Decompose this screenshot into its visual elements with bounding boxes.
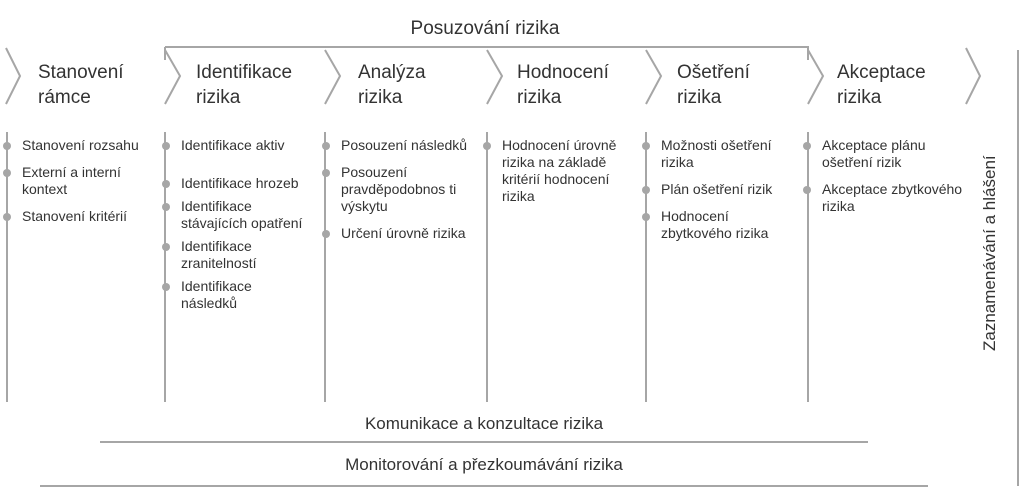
list-item: Identifikace zranitelností (162, 238, 309, 272)
chevron-7 (965, 47, 982, 105)
list-item: Akceptace zbytkového rizika (803, 181, 963, 214)
list-item: Plán ošetření rizik (642, 181, 793, 198)
stage-list-evaluation: Hodnocení úrovně rizika na základě krité… (483, 137, 637, 215)
stage-title-framework: Stanovení rámce (38, 62, 124, 108)
assessment-title: Posuzování rizika (410, 18, 560, 39)
assessment-bracket (164, 46, 809, 60)
list-item: Identifikace stávajících opatření (162, 198, 309, 232)
stage-list-acceptance: Akceptace plánu ošetření rizik Akceptace… (803, 137, 964, 225)
chevron-1 (5, 47, 22, 105)
list-item: Externí a interní kontext (3, 164, 157, 198)
recording-reporting-label: Zaznamenávání a hlášení (980, 155, 999, 351)
stage-title-treatment: Ošetření rizika (677, 62, 750, 108)
chevron-4 (486, 49, 504, 105)
stage-list-analysis: Posouzení následků Posouzení pravděpodob… (322, 137, 476, 252)
list-item: Identifikace hrozeb (162, 175, 309, 192)
stage-title-analysis: Analýza rizika (358, 62, 426, 108)
list-item: Stanovení rozsahu (3, 137, 157, 154)
stage-list-identification: Identifikace aktiv Identifikace hrozeb I… (162, 137, 309, 318)
list-item: Hodnocení úrovně rizika na základě krité… (483, 137, 637, 205)
list-item: Identifikace aktiv (162, 137, 309, 154)
list-item: Možnosti ošetření rizika (642, 137, 793, 171)
chevron-6 (807, 49, 825, 105)
monitoring-label: Monitorování a přezkoumávání rizika (345, 455, 623, 474)
stage-title-identification: Identifikace rizika (196, 62, 293, 108)
list-item: Stanovení kritérií (3, 208, 157, 225)
chevron-2 (164, 49, 182, 105)
stage-title-acceptance: Akceptace rizika (837, 62, 926, 108)
chevron-3 (324, 49, 342, 105)
list-item: Posouzení pravděpodobnos ti výskytu (322, 164, 476, 215)
list-item: Identifikace následků (162, 278, 309, 312)
list-item: Určení úrovně rizika (322, 225, 476, 242)
stage-list-treatment: Možnosti ošetření rizika Plán ošetření r… (642, 137, 793, 252)
chevron-5 (645, 49, 663, 105)
stage-title-evaluation: Hodnocení rizika (517, 62, 609, 108)
stage-list-framework: Stanovení rozsahu Externí a interní kont… (3, 137, 157, 235)
list-item: Akceptace plánu ošetření rizik (803, 137, 964, 171)
communication-label: Komunikace a konzultace rizika (364, 414, 604, 433)
list-item: Posouzení následků (322, 137, 476, 154)
list-item: Hodnocení zbytkového rizika (642, 208, 793, 242)
